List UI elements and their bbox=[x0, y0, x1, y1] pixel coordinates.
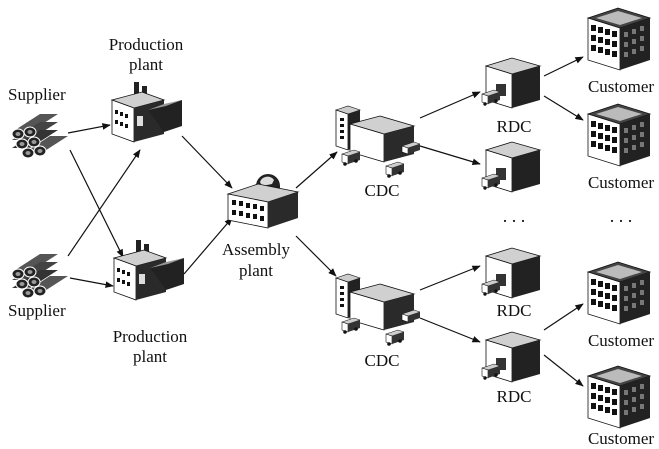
edge-cdc1-rdc2 bbox=[419, 145, 481, 166]
edge-assembly-cdc2 bbox=[295, 235, 337, 277]
edge-assembly-cdc1 bbox=[295, 151, 338, 189]
node-rdc-1: RDC bbox=[481, 57, 541, 136]
rdc-label: RDC bbox=[497, 387, 532, 406]
office-building-icon bbox=[587, 261, 651, 325]
node-customer-4: Customer bbox=[587, 365, 654, 448]
office-building-icon bbox=[587, 103, 651, 167]
dome-factory-icon bbox=[227, 173, 299, 229]
node-production-plant-2: Production plant bbox=[113, 239, 188, 366]
edge-rdc1-customer1 bbox=[543, 56, 584, 77]
edge-supplier2-plant2 bbox=[69, 277, 114, 288]
production-plant-label: plant bbox=[129, 55, 163, 74]
customer-label: Customer bbox=[588, 173, 654, 192]
cdc-label: CDC bbox=[365, 351, 400, 370]
edge-cdc2-rdc4 bbox=[419, 317, 481, 343]
rdc-ellipsis: . . . bbox=[503, 206, 526, 226]
customer-label: Customer bbox=[588, 77, 654, 96]
node-cdc-2: CDC bbox=[335, 273, 421, 370]
node-rdc-2: . . . bbox=[481, 141, 541, 226]
node-rdc-3: RDC bbox=[481, 247, 541, 320]
node-supplier-2: Supplier bbox=[8, 253, 69, 320]
node-production-plant-1: Production plant bbox=[109, 35, 184, 143]
edge-plant1-assembly bbox=[181, 135, 233, 189]
cdc-label: CDC bbox=[365, 181, 400, 200]
customer-label: Customer bbox=[588, 331, 654, 350]
node-supplier-1: Supplier bbox=[8, 85, 69, 159]
regional-warehouse-icon bbox=[481, 331, 541, 383]
node-rdc-4: RDC bbox=[481, 331, 541, 406]
edge-rdc1-customer2 bbox=[543, 95, 584, 121]
supplier-label: Supplier bbox=[8, 301, 66, 320]
regional-warehouse-icon bbox=[481, 141, 541, 193]
customer-ellipsis: . . . bbox=[610, 206, 633, 226]
edge-plant2-assembly bbox=[183, 217, 233, 275]
factory-icon bbox=[111, 81, 183, 143]
assembly-plant-label: plant bbox=[239, 261, 273, 280]
node-customer-3: Customer bbox=[587, 261, 654, 350]
node-customer-2: Customer . . . bbox=[587, 103, 654, 226]
supplier-label: Supplier bbox=[8, 85, 66, 104]
production-plant-label: Production bbox=[113, 327, 188, 346]
edge-rdc4-customer3 bbox=[543, 303, 584, 331]
pipes-icon bbox=[11, 253, 69, 299]
edge-rdc4-customer4 bbox=[543, 354, 584, 387]
regional-warehouse-icon bbox=[481, 57, 541, 109]
node-customer-1: Customer bbox=[587, 7, 654, 96]
rdc-label: RDC bbox=[497, 117, 532, 136]
office-building-icon bbox=[587, 7, 651, 71]
rdc-label: RDC bbox=[497, 301, 532, 320]
node-cdc-1: CDC bbox=[335, 105, 421, 200]
production-plant-label: plant bbox=[133, 347, 167, 366]
office-building-icon bbox=[587, 365, 651, 429]
customer-label: Customer bbox=[588, 429, 654, 448]
edges bbox=[67, 56, 584, 387]
factory-icon bbox=[113, 239, 185, 301]
node-assembly-plant: Assembly plant bbox=[222, 173, 299, 280]
pipes-icon bbox=[11, 113, 69, 159]
production-plant-label: Production bbox=[109, 35, 184, 54]
central-warehouse-icon bbox=[335, 273, 421, 347]
central-warehouse-icon bbox=[335, 105, 421, 179]
regional-warehouse-icon bbox=[481, 247, 541, 299]
edge-supplier1-plant1 bbox=[67, 123, 111, 134]
edge-cdc2-rdc3 bbox=[419, 265, 481, 291]
edge-supplier2-plant1 bbox=[67, 149, 141, 257]
edge-cdc1-rdc1 bbox=[419, 91, 481, 119]
assembly-plant-label: Assembly bbox=[222, 240, 291, 259]
edge-supplier1-plant2 bbox=[69, 149, 124, 258]
